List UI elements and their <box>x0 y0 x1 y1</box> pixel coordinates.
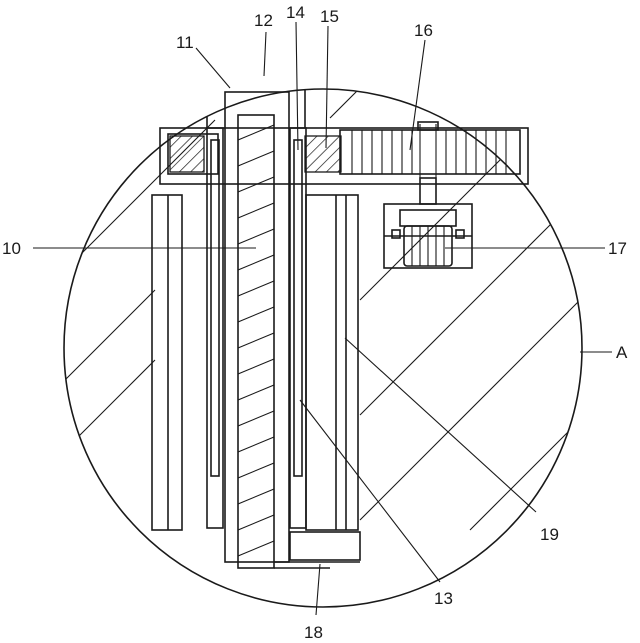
part-labels: 10 11 12 13 14 15 16 17 18 19 A <box>2 3 628 642</box>
label-16: 16 <box>414 21 433 40</box>
label-18: 18 <box>304 623 323 642</box>
label-detail-a: A <box>616 343 628 362</box>
leader-lines <box>33 21 612 616</box>
label-12: 12 <box>254 11 273 30</box>
bottom-bearing-block <box>274 531 361 569</box>
motor <box>383 177 473 269</box>
label-17: 17 <box>608 239 627 258</box>
label-10: 10 <box>2 239 21 258</box>
label-11: 11 <box>176 33 194 52</box>
guide-rails <box>151 194 359 531</box>
label-13: 13 <box>434 589 453 608</box>
top-plate <box>159 127 529 185</box>
label-19: 19 <box>540 525 559 544</box>
label-15: 15 <box>320 7 339 26</box>
label-14: 14 <box>286 3 305 22</box>
housing-section-hatch <box>64 89 582 601</box>
sleeve-tubes <box>206 91 307 563</box>
lead-screw <box>237 114 275 569</box>
detail-circle <box>63 88 583 608</box>
gear <box>339 121 521 178</box>
